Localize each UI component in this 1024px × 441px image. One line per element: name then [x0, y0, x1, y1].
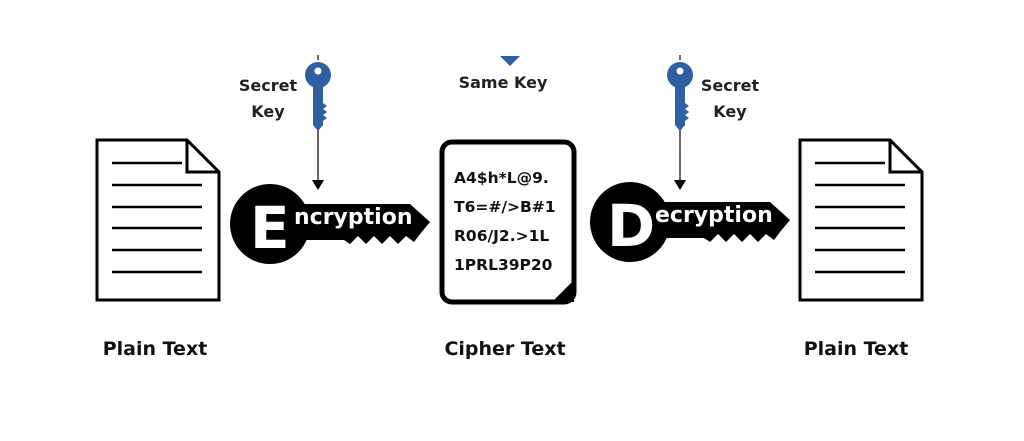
plain-text-document-left [95, 138, 221, 302]
cipher-line-3: R06/J2.>1L [454, 227, 549, 245]
secret-key-icon-right [667, 62, 693, 131]
secret-key-label-right-line1: Secret [701, 76, 760, 95]
decryption-initial: D [607, 192, 655, 260]
encryption-label: ncryption [294, 205, 412, 230]
secret-key-label-left-line2: Key [251, 102, 285, 121]
secret-key-icon-left [305, 62, 331, 131]
cipher-line-4: 1PRL39P20 [454, 256, 553, 274]
same-key-label: Same Key [459, 73, 548, 92]
decryption-label: ecryption [655, 203, 773, 228]
arrow-head-left [312, 180, 324, 190]
plain-text-document-right [798, 138, 924, 302]
cipher-line-2: T6=#/>B#1 [454, 198, 556, 216]
secret-key-label-left-line1: Secret [239, 76, 298, 95]
encryption-initial: E [250, 194, 290, 262]
cipher-line-1: A4$h*L@9. [454, 169, 549, 187]
plain-text-label-left: Plain Text [103, 338, 208, 360]
cipher-text-document [439, 139, 577, 305]
cipher-text-label: Cipher Text [444, 338, 565, 360]
secret-key-label-right-line2: Key [713, 102, 747, 121]
same-key-arrow-icon [500, 56, 520, 66]
arrow-head-right [674, 180, 686, 190]
plain-text-label-right: Plain Text [804, 338, 909, 360]
